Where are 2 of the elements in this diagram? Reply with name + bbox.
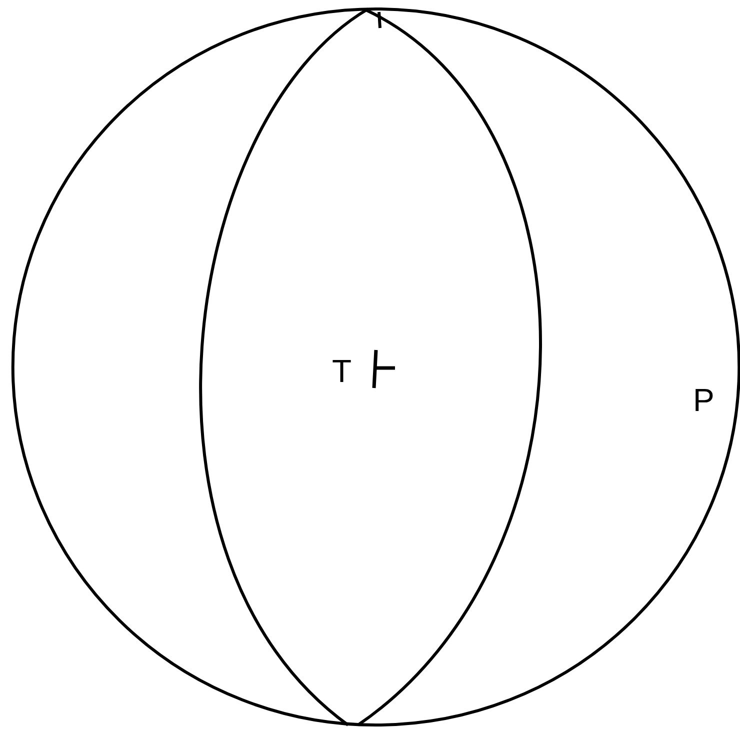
axis-label: T <box>332 355 352 387</box>
axis-label: P <box>693 384 714 416</box>
